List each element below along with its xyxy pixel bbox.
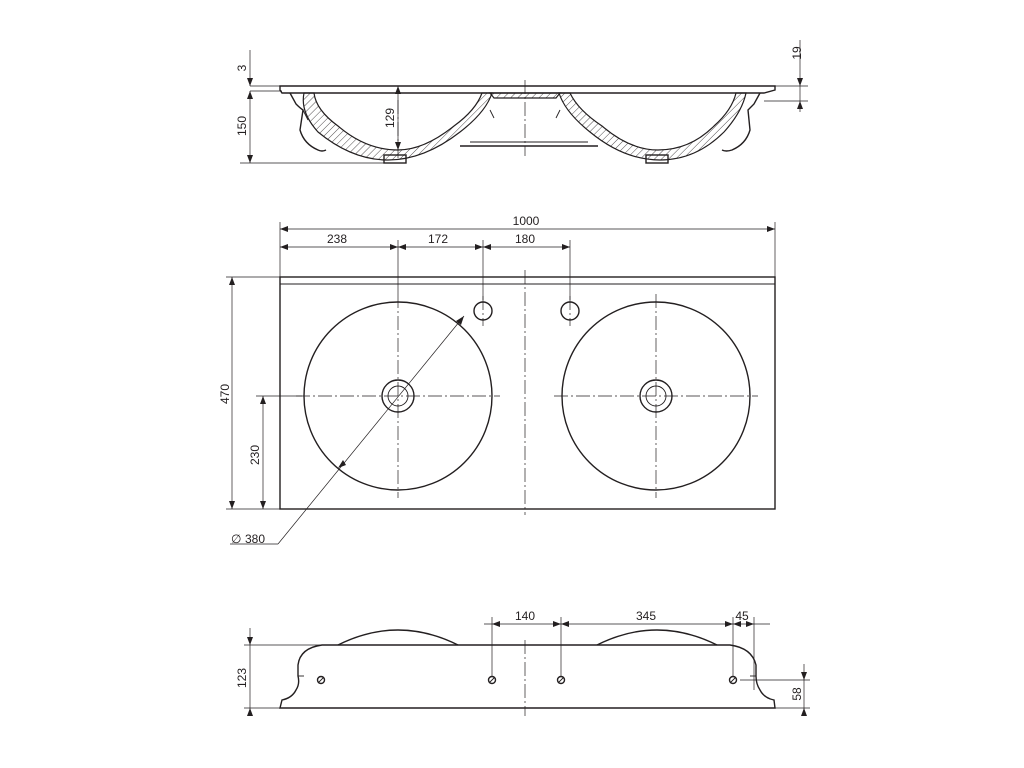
dim-edge-to-bowl: 238 — [327, 232, 347, 246]
plan-outline — [279, 276, 776, 510]
dim-side-rim: 19 — [790, 46, 804, 60]
dim-side-depth: 129 — [383, 108, 397, 128]
dim-side-height: 150 — [235, 116, 249, 136]
section-center-rib — [488, 92, 562, 99]
back-view: 140 345 45 123 58 — [235, 609, 810, 716]
section-left-skirt — [289, 92, 327, 152]
back-fix-hole-1 — [316, 675, 326, 685]
back-left-dome — [337, 629, 459, 646]
section-left-drain — [383, 154, 407, 164]
dim-fix-spacing-a: 140 — [515, 609, 535, 623]
dim-side-lip: 3 — [235, 64, 249, 71]
section-right-skirt — [721, 92, 761, 152]
section-view: 3 150 129 19 — [235, 40, 808, 164]
back-fix-hole-3 — [556, 675, 566, 685]
dim-bowl-diameter: 380 — [245, 532, 265, 546]
back-body — [279, 644, 776, 709]
section-right-bowl-shell — [558, 92, 747, 161]
dim-diameter-symbol: ∅ — [231, 532, 241, 546]
section-top-slab — [279, 85, 776, 94]
dim-overall-depth: 470 — [218, 384, 232, 404]
dim-fix-edge: 45 — [735, 609, 749, 623]
dim-center-depth: 230 — [248, 445, 262, 465]
dim-bowl-to-tap: 172 — [428, 232, 448, 246]
dim-overall-width: 1000 — [513, 214, 540, 228]
dim-fix-height: 58 — [790, 687, 804, 701]
dim-tap-to-tap: 180 — [515, 232, 535, 246]
back-fix-hole-4 — [728, 675, 738, 685]
back-right-dome — [596, 629, 718, 646]
back-fix-hole-2 — [487, 675, 497, 685]
section-right-drain — [645, 154, 669, 164]
dim-fix-spacing-b: 345 — [636, 609, 656, 623]
plan-view: 1000 238 172 180 470 230 ∅ 380 — [218, 214, 776, 546]
dim-back-height: 123 — [235, 668, 249, 688]
section-left-bowl-shell — [302, 92, 493, 161]
